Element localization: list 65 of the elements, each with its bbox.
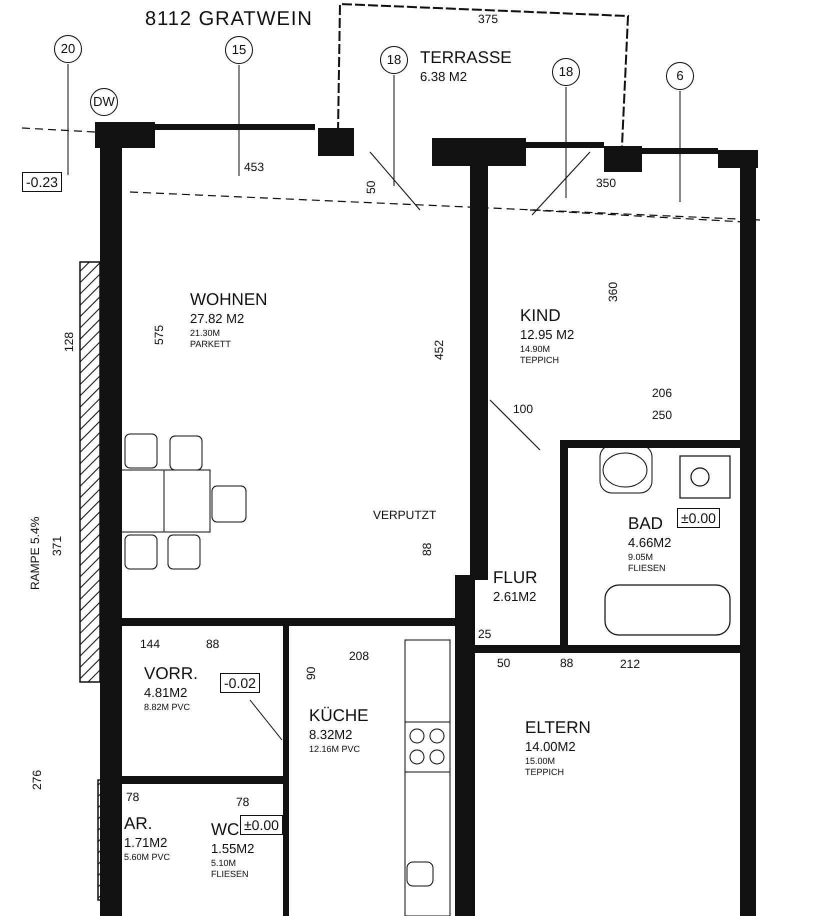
- level-marker: -0.23: [22, 172, 62, 192]
- area-label: 27.82 M2: [190, 311, 244, 326]
- room-name: KIND: [520, 306, 561, 325]
- dimension-label: 50: [364, 180, 378, 194]
- grid-marker: 18: [552, 58, 580, 86]
- dimension-label: 360: [606, 282, 620, 302]
- dimension-label: 88: [420, 542, 434, 556]
- floor-note: 14.90M TEPPICH: [520, 344, 560, 366]
- dimension-label: 88: [206, 637, 220, 651]
- dimension-label: 250: [652, 408, 672, 422]
- room-name: WC: [211, 820, 240, 839]
- grid-marker: 20: [54, 35, 82, 63]
- area-label: 4.81M2: [144, 685, 188, 700]
- grid-marker: DW: [90, 88, 118, 116]
- level-marker: ±0.00: [240, 815, 283, 835]
- area-label: 4.66M2: [628, 535, 672, 550]
- area-label: 12.95 M2: [520, 327, 574, 342]
- dimension-label: 575: [152, 324, 166, 345]
- grid-marker: 6: [666, 62, 694, 90]
- dimension-label: 206: [652, 386, 672, 400]
- dimension-label: 128: [62, 332, 76, 352]
- area-label: 8.32M2: [309, 727, 352, 742]
- floor-note: 5.60M PVC: [124, 852, 172, 863]
- dimension-label: 144: [140, 637, 160, 651]
- room-name: BAD: [628, 514, 663, 533]
- room-name: KÜCHE: [309, 706, 369, 725]
- dimension-label: 350: [596, 176, 616, 190]
- dimension-label: 88: [560, 656, 574, 670]
- plan-note: RAMPE 5.4%: [28, 516, 42, 590]
- room-name: TERRASSE: [420, 48, 512, 67]
- dimension-label: 212: [620, 657, 640, 671]
- dimension-label: 375: [478, 12, 498, 26]
- dimension-label: 452: [432, 340, 446, 360]
- plan-note: VERPUTZT: [373, 508, 436, 522]
- area-label: 2.61M2: [493, 589, 536, 604]
- grid-marker: 15: [225, 36, 253, 64]
- floor-note: 21.30M PARKETT: [190, 328, 232, 350]
- dimension-label: 208: [349, 649, 370, 663]
- dimension-label: 371: [50, 536, 64, 556]
- floor-note: 12.16M PVC: [309, 744, 361, 755]
- dimension-label: 453: [244, 160, 264, 174]
- floor-note: 15.00M TEPPICH: [525, 756, 566, 778]
- level-marker: ±0.00: [677, 508, 720, 528]
- area-label: 14.00M2: [525, 739, 576, 754]
- grid-marker: 18: [380, 46, 408, 74]
- level-marker: -0.02: [220, 673, 260, 693]
- room-name: VORR.: [144, 664, 198, 683]
- dimension-label: 25: [478, 627, 492, 641]
- dimension-label: 78: [236, 795, 250, 809]
- dimension-label: 276: [30, 770, 44, 790]
- dimension-label: 90: [304, 666, 318, 680]
- area-label: 1.71M2: [124, 835, 168, 850]
- floor-note: 5.10M FLIESEN: [211, 858, 250, 880]
- room-name: FLUR: [493, 568, 538, 587]
- dimension-label: 50: [497, 656, 510, 670]
- room-name: ELTERN: [525, 718, 591, 737]
- floor-note: 8.82M PVC: [144, 702, 192, 713]
- area-label: 1.55M2: [211, 841, 254, 856]
- dimension-label: 78: [126, 790, 140, 804]
- plan-title: 8112 GRATWEIN: [145, 8, 313, 30]
- area-label: 6.38 M2: [420, 69, 467, 84]
- dimension-label: 100: [513, 402, 534, 416]
- floor-note: 9.05M FLIESEN: [628, 552, 667, 574]
- room-name: WOHNEN: [190, 290, 268, 309]
- room-name: AR.: [124, 814, 152, 833]
